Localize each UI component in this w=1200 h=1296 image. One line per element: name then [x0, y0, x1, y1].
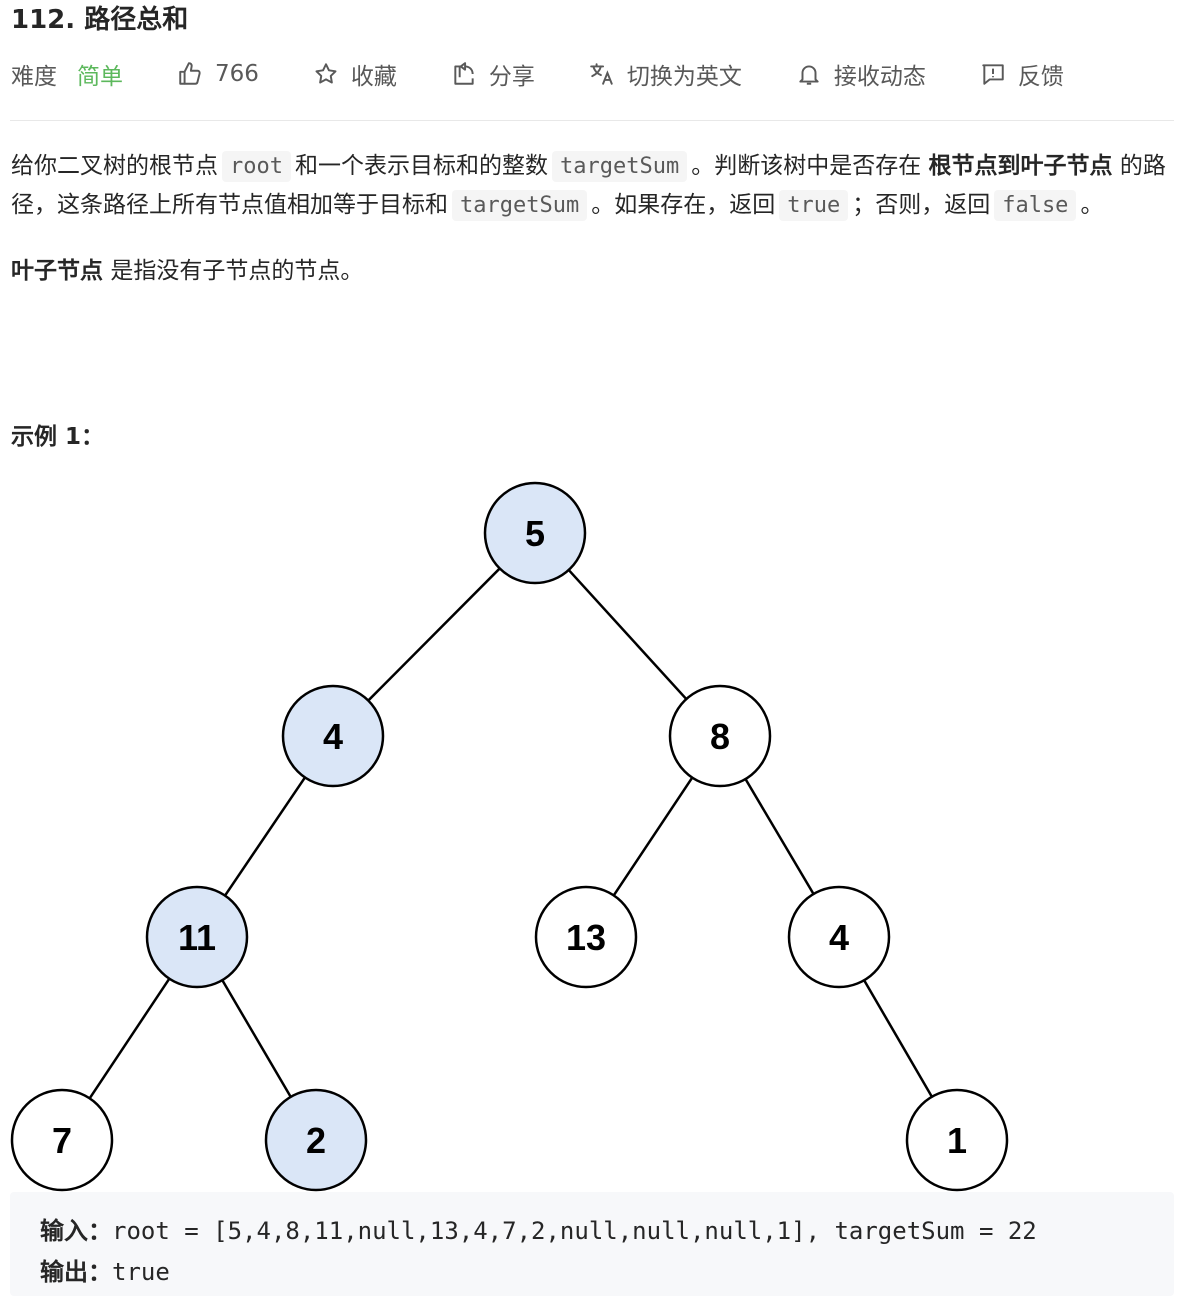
tree-node-circle: [905, 1088, 1009, 1192]
tree-edge: [744, 778, 815, 895]
input-label: 输入：: [40, 1217, 112, 1245]
tree-node-label: 11: [178, 917, 216, 958]
tree-node-highlighted: 4: [281, 684, 385, 788]
difficulty-badge: 简单: [77, 64, 123, 90]
like-count: 766: [215, 61, 259, 87]
tree-node-label: 4: [829, 917, 849, 958]
tree-node-label: 13: [566, 917, 606, 958]
text-span: 是指没有子节点的节点。: [110, 258, 364, 284]
text-span: 的路径，这条路径上所有节点值相加等于目标和: [11, 153, 1166, 218]
share-label: 分享: [488, 64, 535, 90]
problem-title: 112. 路径总和: [11, 5, 189, 35]
subscribe-label: 接收动态: [833, 64, 926, 90]
tree-node-label: 8: [710, 716, 730, 757]
tree-nodes: 5 4 8 11 13 4 7 2 1: [10, 481, 1009, 1192]
text-span: 。: [1080, 192, 1104, 218]
feedback-icon: [982, 64, 1004, 85]
text-span: 。如果存在，返回: [591, 192, 776, 218]
favorite-button[interactable]: 收藏: [313, 57, 397, 91]
example-title: 示例 1：: [11, 424, 105, 450]
thumbs-up-icon: [179, 62, 201, 85]
tree-node: 1: [905, 1088, 1009, 1192]
tree-node: 13: [534, 885, 638, 989]
example-output-line: 输出：true: [40, 1255, 170, 1289]
tree-node-label: 5: [525, 513, 545, 554]
example-input-line: 输入：root = [5,4,8,11,null,13,4,7,2,null,n…: [40, 1214, 1037, 1248]
favorite-label: 收藏: [350, 64, 397, 90]
tree-node-circle: [145, 885, 249, 989]
code-false: false: [994, 190, 1077, 221]
tree-edges: [88, 567, 933, 1100]
tree-node-label: 4: [323, 716, 343, 757]
tree-node-label: 2: [306, 1120, 326, 1161]
tree-edge: [367, 567, 501, 702]
feedback-button[interactable]: 反馈: [980, 57, 1064, 91]
tree-node-highlighted: 11: [145, 885, 249, 989]
tree-node-circle: [787, 885, 891, 989]
code-targetsum: targetSum: [551, 151, 688, 182]
tree-node-highlighted: 2: [264, 1088, 368, 1192]
binary-tree-diagram: 5 4 8 11 13 4 7 2 1: [10, 481, 1009, 1192]
tree-node-circle: [10, 1088, 114, 1192]
tree-edge: [863, 979, 933, 1098]
switch-language-label: 切换为英文: [626, 64, 742, 90]
example-code-block: 输入：root = [5,4,8,11,null,13,4,7,2,null,n…: [10, 1192, 1174, 1296]
tree-node: 4: [787, 885, 891, 989]
tree-node-circle: [668, 684, 772, 788]
tree-node-label: 7: [52, 1120, 72, 1161]
feedback-label: 反馈: [1017, 64, 1064, 90]
input-value: root = [5,4,8,11,null,13,4,7,2,null,null…: [112, 1217, 1037, 1245]
tree-edge: [88, 977, 171, 1100]
tree-node: 7: [10, 1088, 114, 1192]
star-icon: [315, 63, 337, 84]
output-value: true: [112, 1258, 170, 1286]
tree-node-highlighted: 5: [483, 481, 587, 585]
tree-node-label: 1: [947, 1120, 967, 1161]
header-divider: [10, 120, 1174, 121]
tree-node-circle: [483, 481, 587, 585]
leaf-definition-paragraph: 叶子节点 是指没有子节点的节点。: [11, 252, 1179, 291]
output-label: 输出：: [40, 1258, 112, 1286]
share-icon: [454, 62, 474, 85]
tree-node-circle: [534, 885, 638, 989]
code-targetsum: targetSum: [452, 190, 588, 221]
text-span: 。判断该树中是否存在: [691, 153, 922, 179]
tree-edge: [223, 776, 307, 897]
tree-node: 8: [668, 684, 772, 788]
text-span: ；否则，返回: [852, 192, 991, 218]
share-button[interactable]: 分享: [451, 57, 535, 91]
tree-edge: [612, 776, 694, 897]
code-root: root: [222, 151, 291, 182]
difficulty-label: 难度: [11, 64, 57, 90]
bold-leaf-node: 叶子节点: [11, 258, 103, 284]
bold-root-to-leaf: 根节点到叶子节点: [928, 153, 1113, 179]
like-button[interactable]: 766: [177, 61, 259, 87]
text-span: 给你二叉树的根节点: [11, 153, 218, 179]
switch-language-button[interactable]: 切换为英文: [589, 57, 742, 91]
bell-icon: [799, 65, 819, 85]
problem-meta-bar: 难度 简单 766 收藏 分享 切换为英文: [11, 54, 1118, 94]
code-true: true: [779, 190, 849, 221]
tree-node-circle: [281, 684, 385, 788]
tree-node-circle: [264, 1088, 368, 1192]
subscribe-button[interactable]: 接收动态: [796, 57, 926, 91]
text-span: 和一个表示目标和的整数: [294, 153, 548, 179]
tree-edge: [221, 979, 292, 1098]
translate-icon: [590, 63, 613, 85]
tree-edge: [567, 569, 688, 700]
